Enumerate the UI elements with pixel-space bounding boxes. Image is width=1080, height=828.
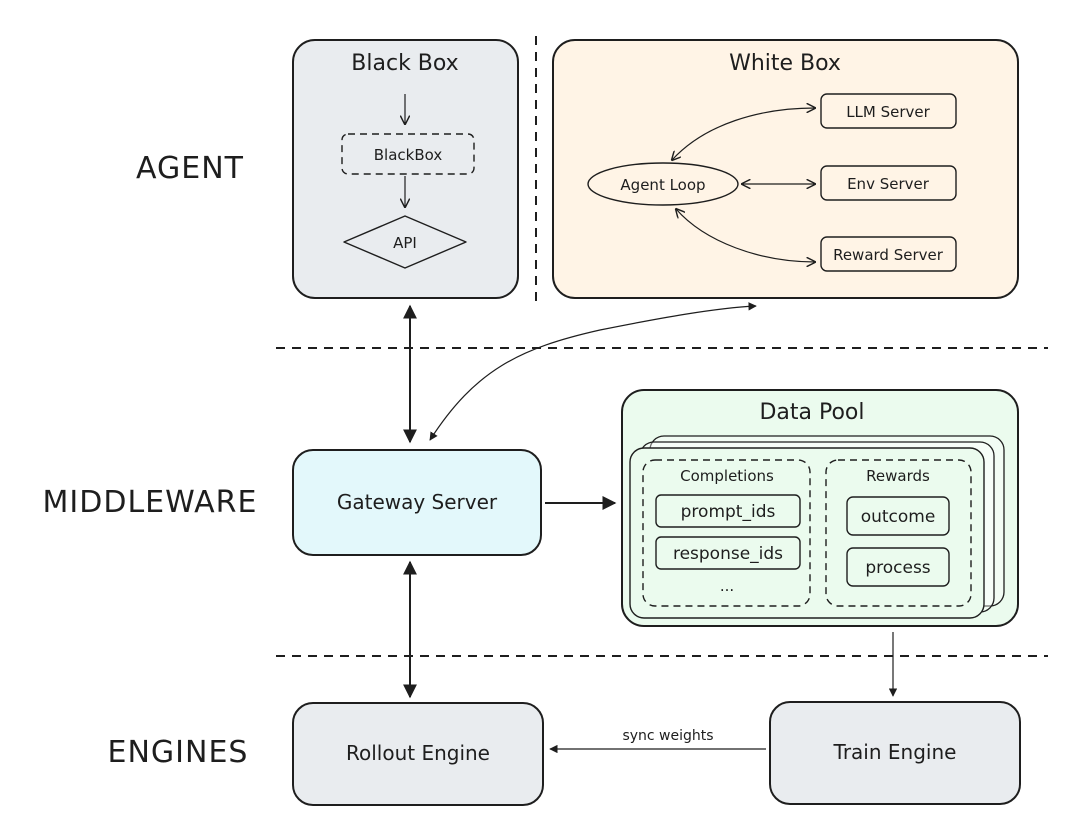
rewards-title: Rewards [866,467,930,485]
rewards-item [846,496,950,536]
data-pool-container: Data Pool Completions prompt_ids respons… [621,389,1019,627]
black-box-title: Black Box [351,51,458,76]
layer-label-agent: AGENT [136,151,244,186]
agent-loop-node [587,162,739,206]
blackbox-node [341,133,475,175]
completions-item-label: prompt_ids [681,502,776,522]
rollout-engine-label: Rollout Engine [346,741,490,765]
rewards-item-label: process [865,558,930,578]
api-node-label: API [393,234,417,252]
whitebox-gateway-arrow [429,302,757,441]
gateway-server-label: Gateway Server [337,490,498,514]
completions-item-label: ... [720,577,734,595]
completions-item-label: response_ids [673,544,783,564]
rewards-group [825,459,972,607]
completions-title: Completions [680,467,774,485]
reward-server-node [820,236,957,272]
data-pool-title: Data Pool [759,400,864,425]
gateway-server-box [292,449,542,556]
black-box-container: Black Box BlackBox API [292,39,519,299]
agent-loop-label: Agent Loop [620,176,705,194]
gateway-server: Gateway Server [292,449,542,556]
sync-weights-label: sync weights [622,728,713,744]
white-box-panel [552,39,1019,299]
completions-group [642,459,811,607]
completions-item [655,494,801,528]
env-server-node [820,165,957,201]
white-box-title: White Box [729,51,841,76]
agent-loop-reward-arrow [676,209,815,262]
black-box-panel [292,39,519,299]
train-engine-label: Train Engine [833,740,957,764]
data-pool-stack-front [629,447,985,619]
env-server-label: Env Server [847,175,930,193]
rewards-item [846,547,950,587]
layer-label-engines: ENGINES [108,735,249,770]
layer-label-middleware: MIDDLEWARE [43,485,258,520]
white-box-container: White Box Agent Loop LLM Server Env Serv… [552,39,1019,299]
blackbox-node-label: BlackBox [374,146,443,164]
train-engine: Train Engine [769,701,1021,805]
api-node [343,215,467,269]
rollout-engine: Rollout Engine [292,702,544,806]
completions-item [655,536,801,570]
rollout-engine-box [292,702,544,806]
agent-loop-llm-arrow [672,108,815,160]
rewards-item-label: outcome [861,507,936,527]
train-engine-box [769,701,1021,805]
reward-server-label: Reward Server [833,246,944,264]
llm-server-label: LLM Server [846,103,930,121]
llm-server-node [820,93,957,129]
